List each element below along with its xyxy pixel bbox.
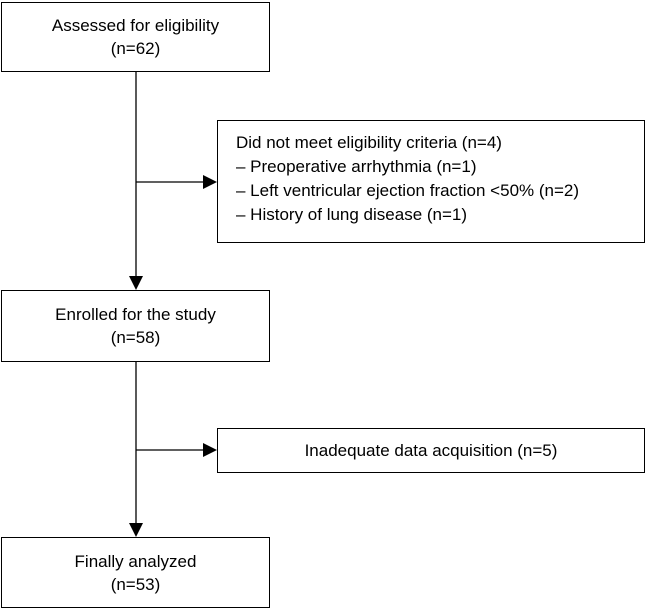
arrowhead-inadequate [203,443,217,457]
analyzed-count: (n=53) [110,574,161,594]
excluded-box: Did not meet eligibility criteria (n=4) … [217,120,645,243]
assessed-title: Assessed for eligibility [51,16,220,35]
arrowhead-enrolled [129,276,143,290]
enrolled-count: (n=58) [110,328,161,347]
arrowhead-analyzed [129,523,143,537]
inadequate-box: Inadequate data acquisition (n=5) [217,428,645,473]
analyzed-title: Finally analyzed [74,551,197,571]
arrowhead-excluded [203,175,217,189]
excluded-reason: – Left ventricular ejection fraction <50… [236,181,580,200]
enrolled-box: Enrolled for the study (n=58) [1,290,270,362]
excluded-reason: – History of lung disease (n=1) [236,205,468,224]
assessed-box: Assessed for eligibility (n=62) [1,2,270,72]
inadequate-title: Inadequate data acquisition (n=5) [304,441,558,460]
analyzed-box: Finally analyzed (n=53) [1,537,270,608]
excluded-reason: – Preoperative arrhythmia (n=1) [236,157,477,176]
assessed-count: (n=62) [110,39,161,58]
excluded-title: Did not meet eligibility criteria (n=4) [236,133,502,152]
enrolled-title: Enrolled for the study [55,305,216,324]
